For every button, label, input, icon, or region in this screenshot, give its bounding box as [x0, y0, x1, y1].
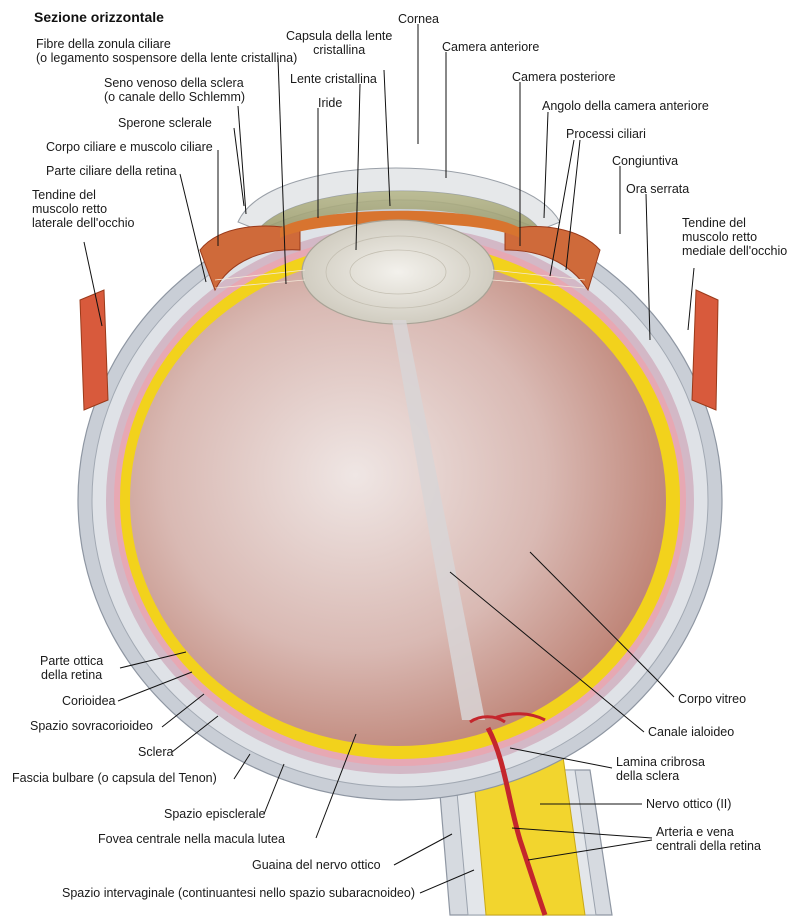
leader-line-capsula: [383, 69, 391, 207]
leader-line-pottica: [119, 651, 187, 669]
label-tendine-laterale: Tendine del muscolo retto laterale dell'…: [32, 188, 135, 230]
leader-line-ialoid: [449, 571, 645, 733]
label-corpo-vitreo: Corpo vitreo: [678, 692, 747, 706]
leader-line-lente: [355, 83, 361, 251]
leader-line-arteria2: [527, 839, 653, 861]
label-spazio-episclerale: Spazio episclerale: [164, 807, 266, 821]
ciliary-body-right: [504, 226, 601, 292]
zonular-fibers: [214, 269, 586, 289]
label-guaina: Guaina del nervo ottico: [252, 858, 381, 872]
label-processi: Processi ciliari: [566, 127, 646, 141]
anterior-chamber: [258, 191, 540, 236]
leader-line-processi2: [565, 139, 581, 271]
hyaloid-canal: [392, 320, 485, 720]
leader-line-pciliare: [179, 173, 207, 283]
label-fovea: Fovea centrale nella macula lutea: [98, 832, 285, 846]
leader-line-lamina: [509, 747, 613, 769]
label-angolo: Angolo della camera anteriore: [542, 99, 709, 113]
leader-line-sperone: [233, 127, 245, 207]
label-corpo-ciliare: Corpo ciliare e muscolo ciliare: [46, 140, 213, 154]
label-parte-ciliare: Parte ciliare della retina: [46, 164, 177, 178]
leader-line-ora: [645, 193, 651, 341]
label-parte-ottica: Parte ottica della retina: [40, 654, 104, 682]
label-cornea: Cornea: [398, 12, 439, 26]
label-capsula: Capsula della lente cristallina: [286, 29, 393, 57]
label-lente: Lente cristallina: [290, 72, 377, 86]
label-arteria-vena: Arteria e vena centrali della retina: [656, 825, 761, 853]
leader-line-guaina: [393, 833, 453, 866]
label-sperone: Sperone sclerale: [118, 116, 212, 130]
label-seno-venoso: Seno venoso della sclera (o canale dello…: [104, 76, 246, 104]
label-corioidea: Corioidea: [62, 694, 116, 708]
leader-line-processi1: [549, 139, 575, 277]
label-spazio-sovra: Spazio sovracorioideo: [30, 719, 153, 733]
label-tendine-mediale: Tendine del muscolo retto mediale dell'o…: [682, 216, 788, 258]
medial-rectus-tendon: [691, 289, 719, 411]
label-fascia: Fascia bulbare (o capsula del Tenon): [12, 771, 217, 785]
leader-line-corioid: [117, 671, 193, 702]
label-canale-ialoideo: Canale ialoideo: [648, 725, 735, 739]
label-fibre-zonula: Fibre della zonula ciliare (o legamento …: [36, 37, 298, 65]
label-camera-anteriore: Camera anteriore: [442, 40, 540, 54]
leader-line-fovea: [315, 733, 357, 839]
leader-line-arteria1: [511, 827, 653, 839]
leader-line-episcl: [263, 763, 285, 815]
leader-line-fascia: [233, 753, 251, 780]
leader-line-angolo: [543, 111, 549, 219]
leader-line-sclera: [171, 715, 219, 753]
central-retinal-vessels: [485, 726, 548, 916]
leader-lines: [83, 24, 695, 894]
diagram-title: Sezione orizzontale: [34, 9, 164, 25]
label-sclera: Sclera: [138, 745, 174, 759]
leader-line-vitreo: [529, 551, 675, 698]
iris: [280, 210, 520, 238]
lateral-rectus-tendon: [79, 289, 109, 411]
label-nervo-ottico: Nervo ottico (II): [646, 797, 732, 811]
label-congiuntiva: Congiuntiva: [612, 154, 679, 168]
vitreous-body: [130, 254, 666, 746]
label-camera-posteriore: Camera posteriore: [512, 70, 616, 84]
label-spazio-intervaginale: Spazio intervaginale (continuantesi nell…: [62, 886, 416, 900]
leader-line-sovra: [161, 693, 205, 728]
label-ora-serrata: Ora serrata: [626, 182, 690, 196]
label-iride: Iride: [318, 96, 343, 110]
leader-line-interv: [419, 869, 475, 894]
label-lamina: Lamina cribrosa della sclera: [616, 755, 705, 783]
ciliary-body-left: [199, 225, 301, 292]
leader-line-tlat: [83, 241, 103, 327]
leader-line-tmed: [687, 267, 695, 331]
leader-line-fibre: [277, 57, 287, 285]
leader-line-seno: [237, 105, 247, 215]
